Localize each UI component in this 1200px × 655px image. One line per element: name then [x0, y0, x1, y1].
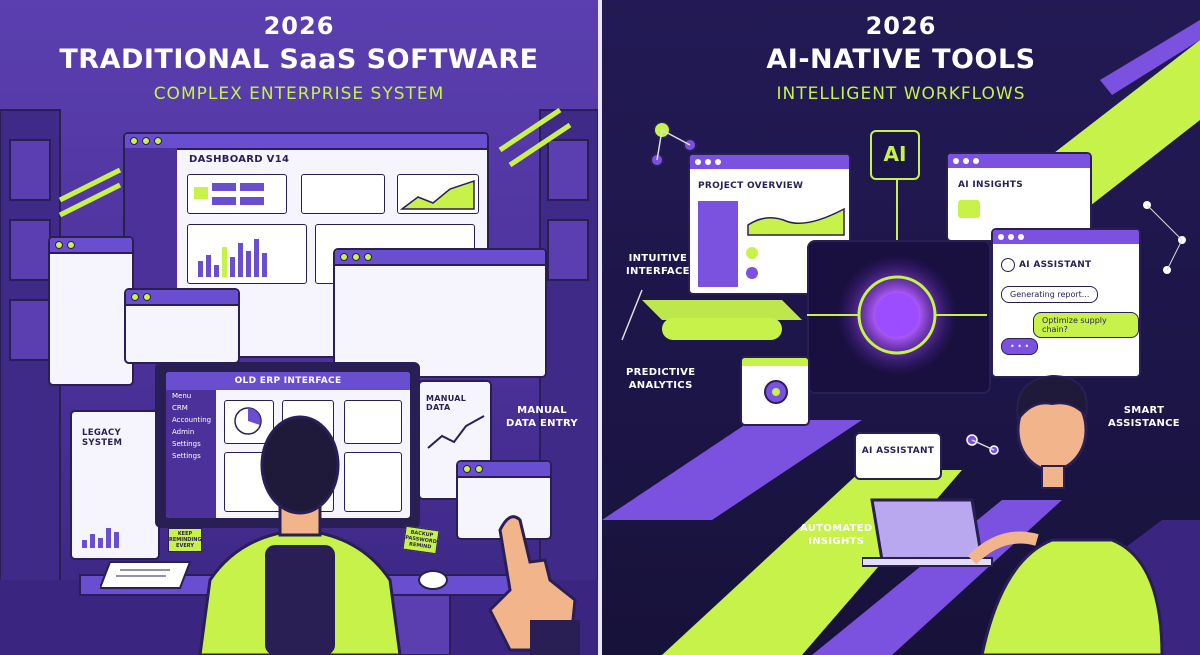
dashboard-titlebar	[125, 134, 487, 150]
list-window	[48, 236, 134, 386]
erp-menu-item[interactable]: CRM	[172, 404, 188, 412]
form-window	[333, 248, 547, 378]
legacy-system-window: LEGACY SYSTEM	[70, 410, 160, 560]
project-overview-window: PROJECT OVERVIEW	[688, 153, 851, 295]
lime-pill	[662, 318, 782, 340]
connector-line	[896, 180, 898, 240]
ai-native-panel: 2026 AI-NATIVE TOOLS INTELLIGENT WORKFLO…	[602, 0, 1200, 655]
panel-divider	[598, 0, 602, 655]
left-title: TRADITIONAL SaaS SOFTWARE	[59, 44, 539, 75]
dashboard-checklist	[301, 174, 385, 214]
ai-chip-label: AI	[883, 142, 907, 166]
spreadsheet-window	[124, 288, 240, 364]
callout-intuitive-interface: INTUITIVE INTERFACE	[626, 253, 690, 277]
dashboard-line-chart	[397, 174, 479, 214]
window-dot-icon	[142, 137, 150, 145]
erp-menu-item[interactable]: Accounting	[172, 416, 212, 424]
ai-insights-title: AI INSIGHTS	[958, 180, 1023, 190]
callout-predictive-analytics: PREDICTIVE ANALYTICS	[626, 367, 696, 391]
erp-trend-card	[344, 452, 402, 512]
right-title: AI-NATIVE TOOLS	[766, 44, 1036, 75]
window-dot-icon	[130, 137, 138, 145]
gear-icon	[764, 380, 788, 404]
manual-data-title: MANUAL DATA	[426, 394, 467, 412]
left-subtitle: COMPLEX ENTERPRISE SYSTEM	[153, 84, 445, 104]
ai-insights-window: AI INSIGHTS	[946, 152, 1092, 242]
erp-menu-item[interactable]: Settings	[172, 452, 201, 460]
erp-menu-item[interactable]: Admin	[172, 428, 195, 436]
pointing-hand-icon	[488, 515, 580, 655]
erp-chart-card	[344, 400, 402, 444]
office-worker-illustration	[198, 415, 402, 655]
overview-sidebar	[698, 201, 738, 287]
dashboard-card	[187, 174, 287, 214]
dashboard-bar-chart	[187, 224, 307, 284]
callout-automated-insights: AUTOMATED INSIGHTS	[800, 523, 873, 547]
overview-area-chart	[747, 207, 845, 236]
chat-message: Optimize supply chain?	[1033, 312, 1139, 338]
traditional-saas-panel: 2026 TRADITIONAL SaaS SOFTWARE COMPLEX E…	[0, 0, 598, 655]
settings-card	[740, 356, 810, 426]
ai-assistant-chat-window: AI ASSISTANT Generating report... Optimi…	[991, 228, 1141, 378]
project-overview-title: PROJECT OVERVIEW	[698, 181, 804, 191]
ai-core-glow	[807, 255, 987, 375]
sticky-note: KEEP REMINDING EVERY	[168, 528, 202, 552]
right-subtitle: INTELLIGENT WORKFLOWS	[776, 84, 1026, 104]
ai-chip-icon: AI	[870, 130, 920, 180]
dashboard-title: DASHBOARD V14	[189, 154, 290, 165]
right-year: 2026	[865, 12, 937, 40]
chat-message: Generating report...	[1001, 286, 1099, 303]
manual-entry-callout: MANUAL DATA ENTRY	[506, 405, 578, 429]
erp-menu-item[interactable]: Settings	[172, 440, 201, 448]
callout-smart-assistance: SMART ASSISTANCE	[1108, 405, 1180, 429]
ai-user-illustration	[862, 374, 1164, 655]
erp-title: OLD ERP INTERFACE	[234, 376, 342, 386]
erp-pie-card	[224, 400, 274, 444]
ai-assistant-header: AI ASSISTANT	[1019, 260, 1092, 270]
typing-indicator: • • •	[1001, 338, 1039, 355]
window-dot-icon	[154, 137, 162, 145]
paper-icon	[100, 561, 192, 589]
assistant-callout-text: AI ASSISTANT	[861, 446, 935, 456]
legacy-system-title: LEGACY SYSTEM	[82, 428, 123, 448]
erp-menu-item[interactable]: Menu	[172, 392, 192, 400]
erp-sidebar: Menu CRM Accounting Admin Settings Setti…	[166, 390, 216, 518]
assistant-avatar-icon	[1001, 258, 1015, 272]
assistant-callout-bubble: AI ASSISTANT	[854, 432, 942, 480]
left-year: 2026	[263, 12, 335, 40]
mouse-icon	[418, 570, 448, 590]
